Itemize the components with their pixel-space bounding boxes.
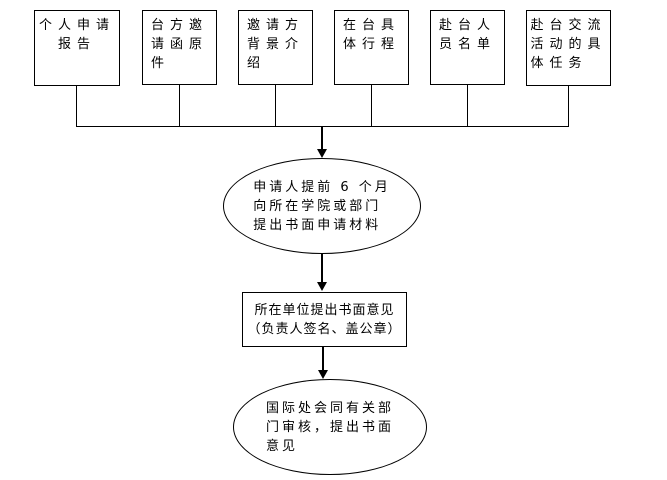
- flow-box-label: 在台具 体行程: [342, 18, 400, 52]
- flow-arrow-1-stem: [321, 127, 323, 150]
- flow-arrow-3-stem: [322, 347, 324, 371]
- flow-step-label: 所在单位提出书面意见 （负责人签名、盖公章）: [247, 302, 402, 337]
- flow-arrow-3-head: [318, 370, 328, 379]
- connector-line-2: [179, 85, 180, 127]
- connector-bus-line: [76, 126, 569, 127]
- connector-line-3: [275, 85, 276, 127]
- connector-line-1: [76, 85, 77, 127]
- flow-box-exchange-specific-tasks: 赴台交流 活动的具 体任务: [526, 10, 611, 86]
- flow-arrow-2-stem: [321, 254, 323, 283]
- connector-line-4: [371, 85, 372, 127]
- flow-step-unit-written-opinion-box: 所在单位提出书面意见 （负责人签名、盖公章）: [242, 292, 407, 347]
- flow-arrow-2-head: [317, 282, 327, 291]
- flow-step-international-office-review-ellipse: 国际处会同有关部 门审核，提出书面 意见: [233, 379, 427, 475]
- flow-step-submit-application-ellipse: 申请人提前 6 个月 向所在学院或部门 提出书面申请材料: [223, 158, 421, 254]
- flow-step-label: 国际处会同有关部 门审核，提出书面 意见: [265, 400, 394, 454]
- flow-box-label: 个人申请 报告: [38, 18, 115, 52]
- flow-box-label: 邀请方 背景介 绍: [246, 18, 304, 71]
- flow-box-personnel-list: 赴台人 员名单: [430, 10, 505, 85]
- flow-box-personal-application-report: 个人申请 报告: [34, 10, 120, 86]
- flow-box-taiwan-invitation-letter-original: 台方邀 请函原 件: [142, 10, 217, 85]
- flow-box-label: 赴台人 员名单: [438, 18, 496, 52]
- connector-line-5: [467, 85, 468, 127]
- flow-step-label: 申请人提前 6 个月 向所在学院或部门 提出书面申请材料: [253, 179, 391, 233]
- flow-box-inviter-background-intro: 邀请方 背景介 绍: [238, 10, 313, 85]
- flow-box-label: 赴台交流 活动的具 体任务: [530, 18, 607, 71]
- flow-box-label: 台方邀 请函原 件: [150, 18, 208, 71]
- connector-line-6: [568, 85, 569, 127]
- flow-box-taiwan-itinerary: 在台具 体行程: [334, 10, 409, 85]
- flow-arrow-1-head: [317, 149, 327, 158]
